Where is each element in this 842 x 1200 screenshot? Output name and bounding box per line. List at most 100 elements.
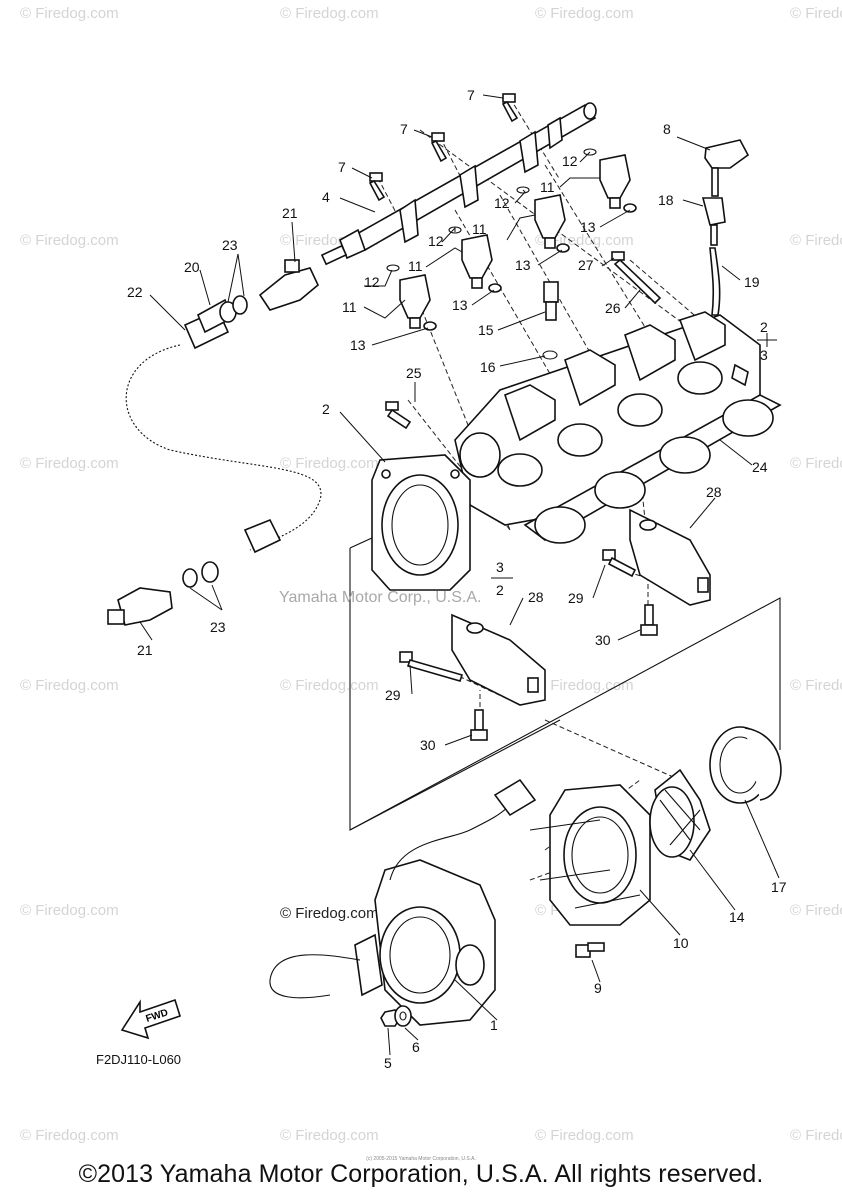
watermark: © Firedog.com	[20, 677, 119, 694]
callout-26: 26	[605, 300, 621, 316]
fuel-injector[interactable]	[534, 194, 570, 253]
center-watermark: Yamaha Motor Corp., U.S.A.	[279, 589, 481, 606]
watermark: © Firedog.com	[20, 455, 119, 472]
callout-2: 2	[496, 582, 504, 598]
callout-29: 29	[568, 590, 584, 606]
callout-17: 17	[771, 879, 787, 895]
callout-5: 5	[384, 1055, 392, 1071]
callout-6: 6	[412, 1039, 420, 1055]
watermark-dark: © Firedog.com	[280, 905, 379, 922]
callout-11: 11	[472, 221, 487, 237]
callout-7: 7	[467, 87, 475, 103]
callout-13: 13	[580, 219, 596, 235]
callout-2: 2	[322, 401, 330, 417]
quick-connector-21[interactable]	[107, 587, 173, 626]
callout-10: 10	[673, 935, 689, 951]
callout-13: 13	[452, 297, 468, 313]
adapter-plate[interactable]	[529, 784, 651, 926]
watermark: © Firedog.com	[280, 455, 379, 472]
watermark: © Firedog.com	[790, 902, 842, 919]
throttle-wire-harness[interactable]	[269, 778, 537, 999]
callout-7: 7	[400, 121, 408, 137]
callout-25: 25	[406, 365, 422, 381]
watermark: © Firedog.com	[790, 5, 842, 22]
callout-18: 18	[658, 192, 674, 208]
callout-23: 23	[210, 619, 226, 635]
callout-14: 14	[729, 909, 745, 925]
throttle-adapter[interactable]	[371, 454, 471, 591]
watermark: © Firedog.com	[280, 677, 379, 694]
callout-11: 11	[408, 258, 423, 274]
bracket-28[interactable]	[629, 508, 711, 606]
callout-12: 12	[494, 195, 510, 211]
bolt-9[interactable]	[575, 942, 605, 958]
bolt-7[interactable]	[501, 93, 519, 123]
bracket-28[interactable]	[451, 613, 546, 706]
callout-9: 9	[594, 980, 602, 996]
callout-3: 3	[760, 347, 768, 363]
bolt-30[interactable]	[640, 604, 658, 636]
callout-11: 11	[342, 299, 357, 315]
watermark: © Firedog.com	[20, 5, 119, 22]
watermark: © Firedog.com	[20, 232, 119, 249]
bolt-29[interactable]	[602, 549, 637, 578]
fuel-injector[interactable]	[461, 234, 502, 293]
callout-20: 20	[184, 259, 200, 275]
callout-16: 16	[480, 359, 496, 375]
fuel-injector[interactable]	[399, 274, 437, 331]
watermark: © Firedog.com	[790, 1127, 842, 1144]
bolt-7[interactable]	[430, 132, 448, 163]
fuel-rail[interactable]	[320, 102, 597, 266]
throttle-body[interactable]	[354, 859, 496, 1026]
watermark: © Firedog.com	[280, 5, 379, 22]
map-sensor[interactable]	[704, 139, 750, 197]
callout-13: 13	[350, 337, 366, 353]
leader-lines	[139, 94, 780, 1056]
intake-sleeve[interactable]	[709, 726, 782, 804]
callout-1: 1	[490, 1017, 498, 1033]
fwd-arrow-icon: FWD	[120, 998, 181, 1040]
watermark: © Firedog.com	[535, 5, 634, 22]
callout-28: 28	[528, 589, 544, 605]
washer-6[interactable]	[394, 1005, 412, 1027]
manifold-gasket[interactable]	[523, 394, 782, 544]
watermark: © Firedog.com	[790, 232, 842, 249]
vacuum-hose-19[interactable]	[709, 247, 721, 316]
callout-3: 3	[496, 559, 504, 575]
callout-8: 8	[663, 121, 671, 137]
clamp-23[interactable]	[182, 295, 248, 588]
intake-manifold[interactable]	[454, 311, 761, 526]
callout-15: 15	[478, 322, 494, 338]
fuel-hose[interactable]	[125, 308, 322, 554]
hose-fitting-18[interactable]	[701, 197, 726, 246]
callout-13: 13	[515, 257, 531, 273]
bolt-29[interactable]	[399, 651, 464, 682]
callout-22: 22	[127, 284, 143, 300]
callout-4: 4	[322, 189, 330, 205]
dowel-pin-3[interactable]	[731, 363, 749, 387]
watermark: © Firedog.com	[280, 1127, 379, 1144]
callout-11: 11	[540, 179, 555, 195]
o-ring-12[interactable]	[386, 148, 597, 272]
callout-12: 12	[364, 274, 380, 290]
quick-connector-21[interactable]	[258, 259, 319, 311]
watermark: © Firedog.com	[790, 677, 842, 694]
callout-30: 30	[595, 632, 611, 648]
bolt-30[interactable]	[470, 709, 488, 741]
bolt-25[interactable]	[385, 401, 412, 430]
fine-print: (c) 2005-2015 Yamaha Motor Corporation, …	[366, 1156, 476, 1162]
watermark: © Firedog.com	[790, 455, 842, 472]
flame-arrestor[interactable]	[649, 768, 711, 861]
watermark: © Firedog.com	[20, 1127, 119, 1144]
callout-7: 7	[338, 159, 346, 175]
section-ref	[491, 333, 777, 579]
temp-sensor[interactable]	[542, 281, 559, 360]
callout-21: 21	[137, 642, 153, 658]
fuel-injector[interactable]	[599, 154, 637, 213]
bolt-27[interactable]	[611, 251, 662, 305]
callout-27: 27	[578, 257, 594, 273]
callout-12: 12	[428, 233, 444, 249]
callout-30: 30	[420, 737, 436, 753]
copyright-notice: ©2013 Yamaha Motor Corporation, U.S.A. A…	[78, 1160, 764, 1188]
